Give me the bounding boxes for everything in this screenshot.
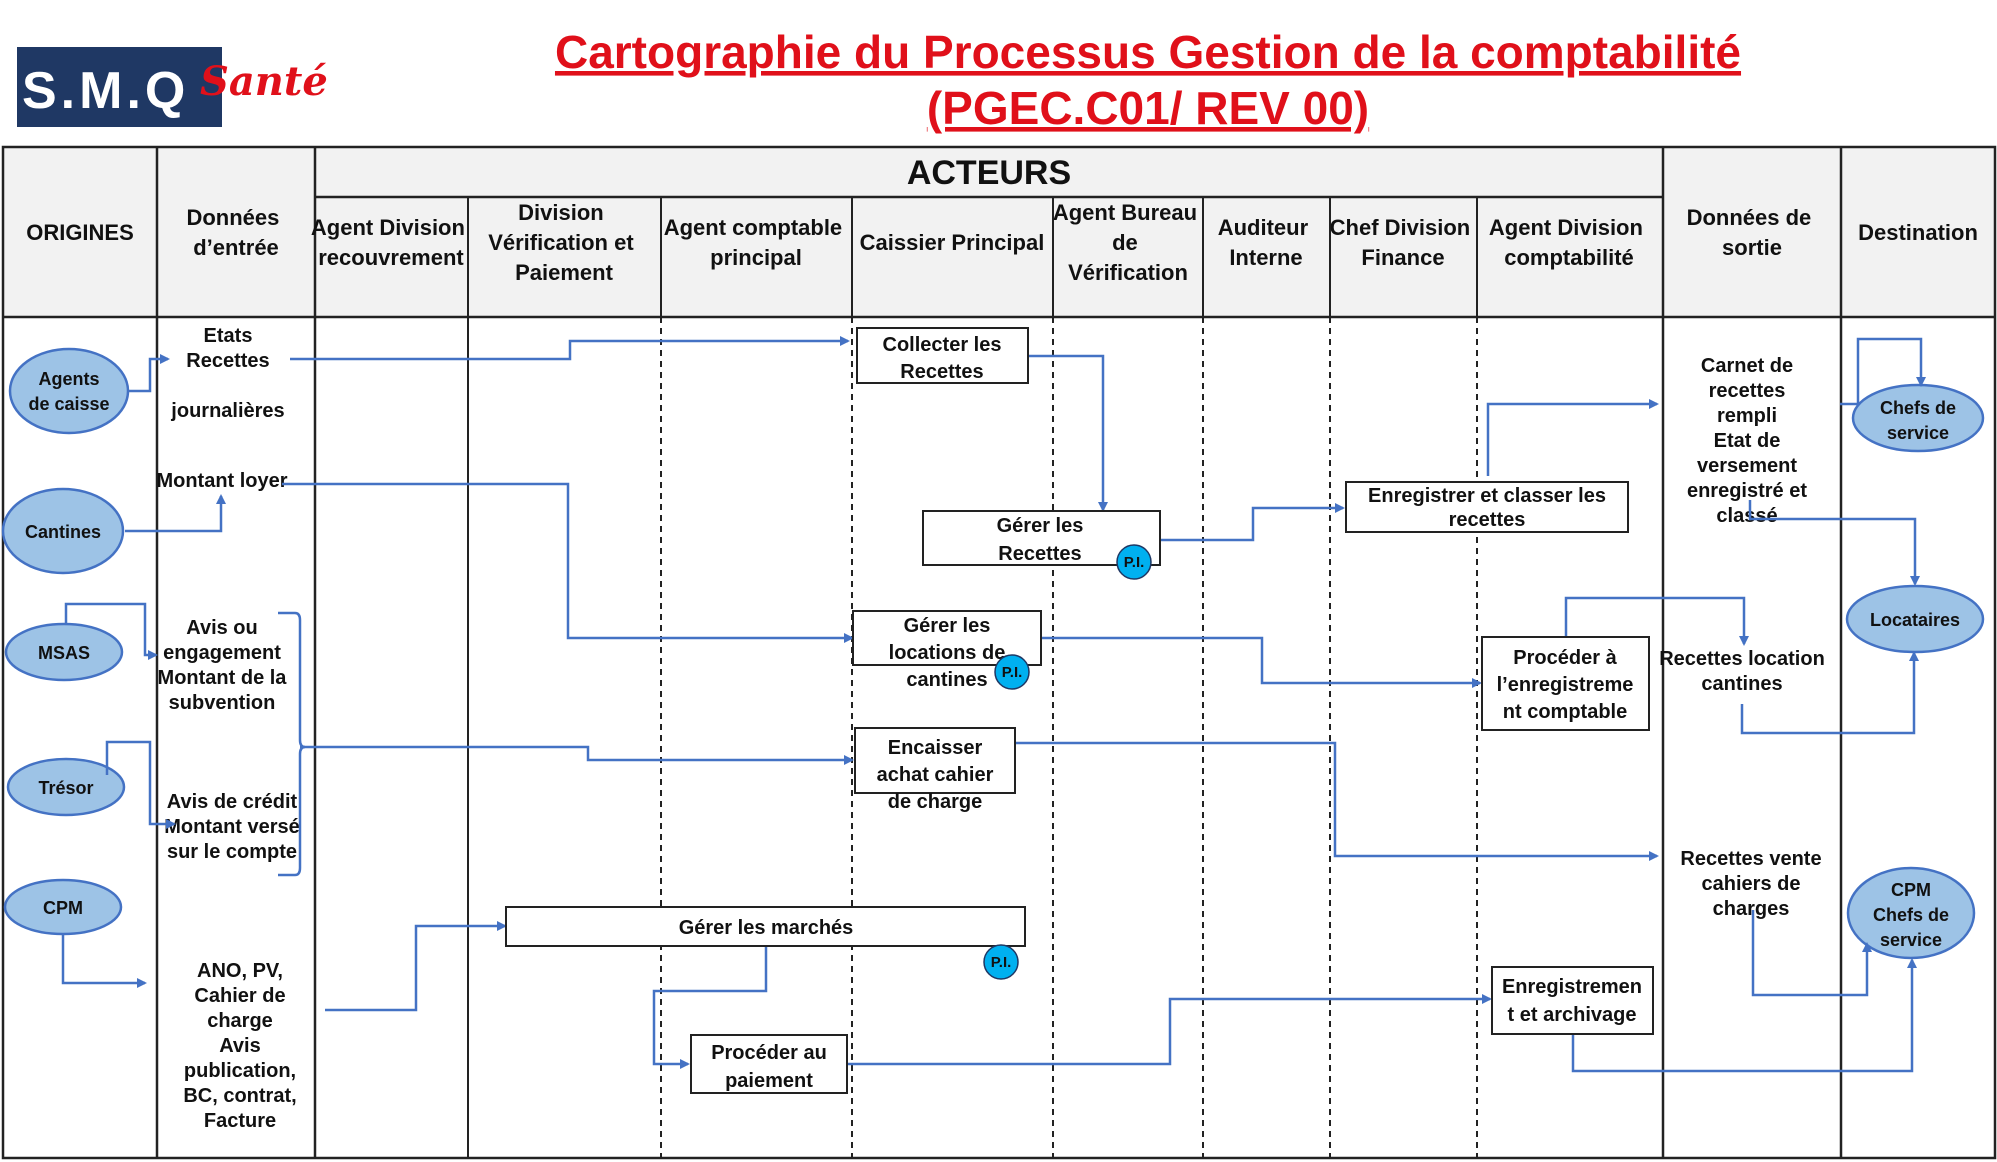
svg-text:P.I.: P.I. (991, 954, 1012, 971)
header-origines: ORIGINES (26, 220, 134, 245)
header-donnees-sortie: Données de sortie (1687, 205, 1818, 260)
actor-chef-finance: Chef Division Finance (1330, 215, 1477, 270)
logo-sub: Santé (200, 58, 328, 105)
header-acteurs: ACTEURS (907, 154, 1071, 192)
svg-text:Gérer les marchés: Gérer les marchés (679, 917, 854, 939)
pi-badge: P.I. (994, 654, 1030, 690)
logo-main: S.M.Q (22, 62, 189, 120)
solid-column-lines (3, 147, 1995, 1158)
origin-cpm: CPM (3, 878, 123, 936)
svg-text:Cantines: Cantines (25, 522, 101, 542)
dest-locataires: Locataires (1845, 584, 1985, 654)
actor-agent-comptable: Agent comptable principal (664, 215, 849, 270)
origin-msas: MSAS (4, 622, 124, 682)
svg-text:Locataires: Locataires (1870, 610, 1960, 630)
actor-bureau-verification: Agent Bureau de Vérification (1053, 200, 1203, 285)
pi-badges: P.I. P.I. P.I. (983, 544, 1152, 980)
title-line2: (PGEC.C01/ REV 00) (927, 82, 1369, 134)
flow-connectors (61, 336, 1926, 1073)
title-line1: Cartographie du Processus Gestion de la … (555, 26, 1741, 78)
svg-text:CPM: CPM (43, 898, 83, 918)
svg-text:P.I.: P.I. (1002, 664, 1023, 681)
pi-badge: P.I. (1116, 544, 1152, 580)
svg-text:Trésor: Trésor (38, 778, 93, 798)
actor-agent-recouvrement: Agent Division recouvrement (311, 215, 471, 270)
header-destination: Destination (1858, 220, 1978, 245)
origin-tresor: Trésor (6, 757, 126, 817)
logo: S.M.Q Santé (17, 47, 328, 127)
process-gerer-marches: Gérer les marchés (505, 906, 1026, 947)
svg-text:P.I.: P.I. (1124, 554, 1145, 571)
table-frame (1, 145, 1997, 1160)
actor-auditeur-interne: Auditeur Interne (1218, 215, 1315, 270)
header-donnees-entree: Données d’entrée (186, 205, 285, 260)
actor-division-verification: Division Vérification et Paiement (488, 200, 640, 285)
actor-column-lines (467, 197, 1478, 1158)
origin-cantines: Cantines (1, 487, 125, 575)
svg-text:MSAS: MSAS (38, 643, 90, 663)
actor-agent-comptabilite: Agent Division comptabilité (1489, 215, 1649, 270)
actor-caissier-principal: Caissier Principal (860, 230, 1045, 255)
input-montant-loyer: Montant loyer (156, 470, 287, 492)
pi-badge: P.I. (983, 944, 1019, 980)
